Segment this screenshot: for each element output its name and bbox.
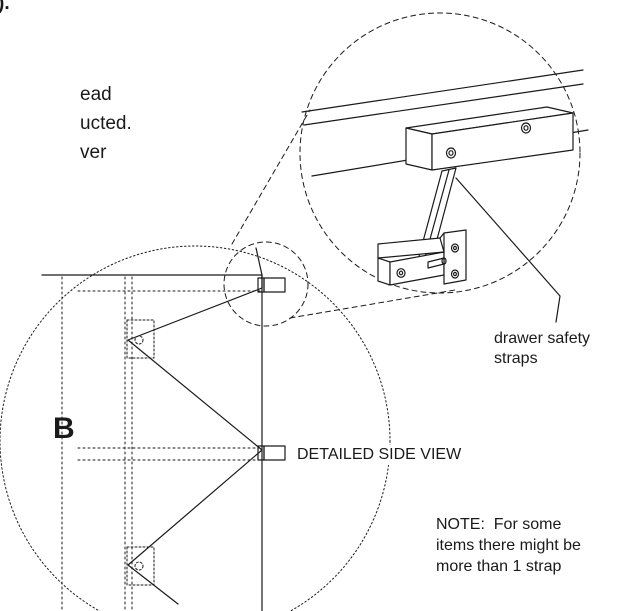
strap-leader-line [455,177,561,323]
front-brackets [257,277,286,461]
rear-brackets [126,319,155,586]
section-letter-b: B [53,412,75,445]
detailed-side-view-title: DETAILED SIDE VIEW [297,445,462,465]
drawer-zigzag [127,247,263,605]
partial-text-line-2: ucted. [80,113,132,134]
cabinet-frame [41,274,263,611]
header-fragment: ). [0,0,10,14]
strap-note: NOTE: For some items there might be more… [436,516,581,575]
side-view-circle [0,245,391,611]
magnified-detail [301,69,589,286]
partial-text-line-3: ver [80,142,107,163]
strap-callout-label: drawer safety straps [494,330,591,367]
detail-callout [223,12,581,327]
partial-text-line-1: ead [80,84,112,105]
